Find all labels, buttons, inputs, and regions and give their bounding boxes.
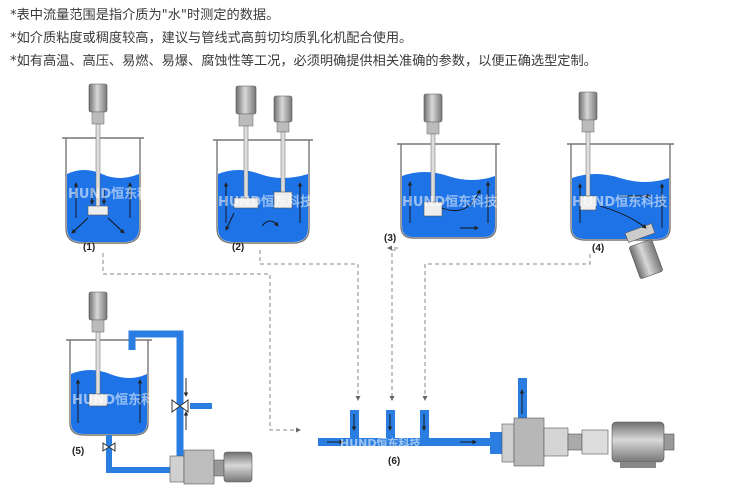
motor-1 [88, 83, 108, 113]
tank-5: HUND恒东科技 (5) [66, 291, 253, 485]
label-4: (4) [592, 243, 604, 254]
note-1: *表中流量范围是指介质为"水"时测定的数据。 [10, 8, 280, 23]
label-5: (5) [72, 446, 84, 457]
watermark-3: HUND恒东科技 [402, 194, 498, 210]
label-2: (2) [232, 242, 244, 253]
return-pipe [128, 330, 184, 458]
watermark-5: HUND恒东科技 [72, 392, 168, 408]
valve-icon [171, 399, 189, 413]
dashed-connectors [102, 245, 591, 433]
mixer-configuration-diagram: HUND恒东科技 (1) HUND恒东科技 (2) HUND恒东科技 [62, 83, 675, 485]
motor-2b [273, 95, 293, 123]
motor-5-pump [223, 451, 253, 483]
label-6: (6) [388, 456, 400, 467]
watermark-4: HUND恒东科技 [572, 194, 668, 210]
note-3: *如有高温、高压、易燃、易爆、腐蚀性等工况，必须明确提供相关准确的参数，以便正确… [10, 54, 597, 69]
note-2: *如介质粘度或稠度较高，建议与管线式高剪切均质乳化机配合使用。 [10, 31, 413, 46]
bottom-valve-icon [102, 442, 116, 452]
motor-2a [235, 85, 257, 115]
motor-5 [88, 291, 108, 321]
motor-6 [611, 421, 665, 463]
pipeline-6: HUND恒东科技 (6) [318, 378, 675, 468]
watermark-6: HUND恒东科技 [340, 436, 421, 450]
label-3: (3) [384, 233, 396, 244]
tank-4: HUND恒东科技 (4) [567, 91, 674, 279]
tank-1: HUND恒东科技 (1) [62, 83, 164, 253]
watermark-2: HUND恒东科技 [218, 194, 314, 210]
tank-2: HUND恒东科技 (2) [213, 85, 314, 253]
motor-3 [423, 93, 443, 123]
watermark-1: HUND恒东科技 [68, 186, 164, 202]
label-1: (1) [83, 242, 95, 253]
notes-block: *表中流量范围是指介质为"水"时测定的数据。 *如介质粘度或稠度较高，建议与管线… [10, 4, 597, 73]
tank-3: HUND恒东科技 (3) [384, 93, 500, 244]
motor-4 [578, 91, 598, 121]
motor-4-bottom [629, 239, 663, 279]
